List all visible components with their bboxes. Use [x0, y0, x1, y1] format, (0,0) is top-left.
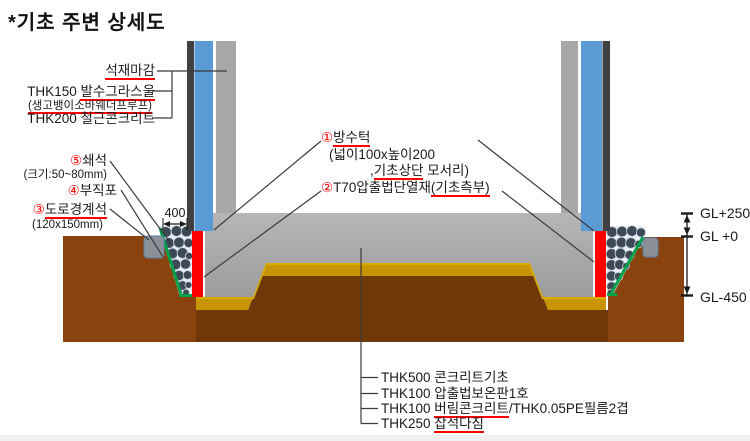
insulation-board-top-edge	[196, 262, 606, 300]
gl-plus250-label: GL+250	[700, 205, 750, 221]
callout-glasswool-brand: (생고뱅이소바웨더프루프)	[27, 100, 152, 114]
wall-right-insulation-layer	[581, 41, 602, 231]
curb-stone-left	[143, 235, 165, 259]
side-insulation-right	[595, 231, 606, 297]
callout-side-insulation: ②T70압출법단열재(기초측부)	[321, 180, 490, 197]
bottom-border	[0, 435, 750, 441]
callout-waterproof-curb-detail1: (넓이100x높이200	[329, 147, 435, 162]
callout-waterproof-curb-detail2: ,기초상단 모서리)	[370, 163, 469, 180]
wall-left-dark-layer	[187, 41, 194, 231]
wall-left-finish-layer	[216, 41, 236, 213]
wall-right-finish-layer	[561, 41, 578, 213]
callout-concrete-foundation: THK500 콘크리트기초	[381, 370, 509, 385]
wall-left-insulation-layer	[194, 41, 213, 231]
callout-crushed-stone: ⑤쇄석	[70, 153, 107, 168]
callout-rubble-compaction: THK250 잡석다짐	[381, 416, 484, 433]
rubble-compaction-layer	[196, 276, 608, 342]
callout-insulation-board: THK100 압출법보온판1호	[381, 386, 529, 401]
side-insulation-left	[192, 231, 203, 297]
dimension-400-label: 400	[164, 206, 186, 220]
wall-right-dark-layer	[602, 41, 610, 231]
callout-reinforced-concrete: THK200 철근콘크리트	[27, 111, 155, 126]
callout-lean-concrete: THK100 버림콘크리트/THK0.05PE필름2겹	[381, 401, 629, 418]
callout-geotextile: ④부직포	[67, 183, 117, 198]
page-title: *기초 주변 상세도	[8, 12, 166, 34]
wall-left	[187, 41, 236, 231]
dimension-400	[162, 218, 188, 230]
callout-stone-finish: 석재마감	[105, 63, 155, 80]
concrete-foundation-slab	[205, 213, 593, 297]
leader-lines	[109, 70, 595, 425]
insulation-board-layer	[196, 263, 606, 310]
gl-dimension-line	[681, 212, 693, 297]
callout-road-curb-size: (120x150mm)	[32, 219, 103, 231]
callout-crushed-stone-size: (크기:50~80mm)	[23, 169, 107, 181]
callout-waterproof-curb: ①방수턱	[321, 130, 371, 147]
wall-right	[561, 41, 610, 231]
crushed-stones-right	[605, 225, 647, 297]
gl-minus450-label: GL-450	[700, 289, 747, 305]
callout-road-curb: ③도로경계석	[32, 202, 107, 219]
curb-stone-right	[642, 237, 659, 258]
gl-zero-label: GL +0	[700, 228, 739, 244]
callout-glasswool: THK150 발수그라스울	[27, 84, 155, 101]
